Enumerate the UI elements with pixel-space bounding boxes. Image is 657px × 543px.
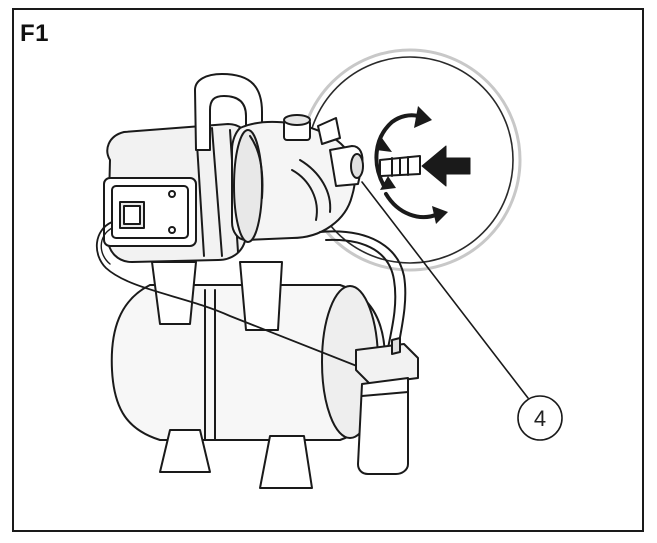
priming-plug [283,114,341,145]
rotation-arrowheads-icon [376,106,448,224]
fitting-detail [379,155,421,177]
power-cable [96,221,373,373]
figure-label: F1 [20,20,50,47]
terminal-box [103,177,197,247]
push-arrow-icon [421,145,471,187]
pressure-hose [319,230,407,349]
pump-head [231,120,356,243]
callout-leader [361,181,529,399]
callout-badge [517,395,563,441]
pressure-switch [355,337,419,475]
outlet-fitting [329,145,364,187]
tank-feet [159,429,313,489]
callout-number: 4 [534,406,546,431]
pressure-tank [110,261,386,441]
rotation-arrows-icon [374,113,440,220]
